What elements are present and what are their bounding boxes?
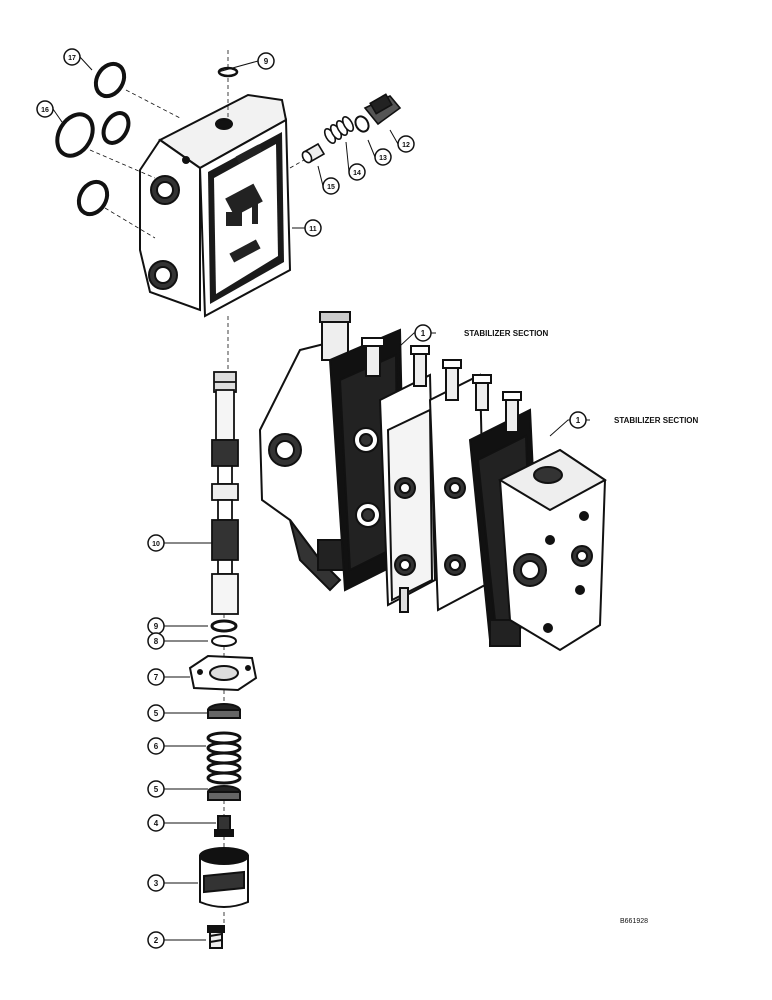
callout-leader bbox=[52, 108, 63, 123]
callout-circle bbox=[147, 704, 165, 722]
callout-circle bbox=[147, 780, 165, 798]
callout-3: 3 bbox=[147, 874, 198, 892]
spring-14 bbox=[323, 115, 355, 145]
callout-number: 6 bbox=[154, 742, 159, 751]
callout-circle bbox=[304, 219, 322, 237]
relief-valve-parts bbox=[301, 93, 402, 164]
callout-circle bbox=[147, 737, 165, 755]
callout-circle bbox=[322, 177, 340, 195]
callout-circle bbox=[374, 148, 392, 166]
callout-leader bbox=[389, 129, 399, 145]
callout-4: 4 bbox=[147, 814, 216, 832]
callout-9: 9 bbox=[147, 617, 208, 635]
callout-circle bbox=[397, 135, 415, 153]
callout-circle bbox=[147, 874, 165, 892]
leader-lines-body bbox=[89, 50, 305, 370]
callout-leader bbox=[345, 141, 350, 173]
callout-number: 12 bbox=[402, 142, 410, 149]
spool-10 bbox=[211, 371, 239, 615]
callout-circle bbox=[414, 324, 432, 342]
callout-number: 10 bbox=[152, 541, 160, 548]
callout-number: 7 bbox=[154, 673, 159, 682]
valve-section-body bbox=[139, 93, 292, 318]
reference-code: B661928 bbox=[620, 918, 648, 925]
callout-number: 9 bbox=[154, 622, 159, 631]
callout-circle bbox=[348, 163, 366, 181]
callout-number: 9 bbox=[264, 57, 269, 66]
callout-15: 15 bbox=[317, 165, 340, 195]
callout-5: 5 bbox=[147, 780, 208, 798]
stabilizer-label-1: STABILIZER SECTION bbox=[464, 329, 549, 338]
callout-number: 8 bbox=[154, 637, 159, 646]
callout-number: 11 bbox=[309, 226, 317, 233]
o-rings bbox=[55, 61, 239, 217]
callout-2: 2 bbox=[147, 931, 206, 949]
callout-circle bbox=[147, 632, 165, 650]
callout-number: 2 bbox=[154, 936, 159, 945]
callout-leader bbox=[79, 56, 93, 71]
callout-leader bbox=[217, 60, 259, 73]
callout-circle bbox=[147, 668, 165, 686]
callout-circle bbox=[147, 931, 165, 949]
stabilizer-label-2: STABILIZER SECTION bbox=[614, 416, 699, 425]
callout-1: 1 bbox=[569, 411, 587, 429]
callout-number: 16 bbox=[41, 107, 49, 114]
callout-number: 13 bbox=[379, 155, 387, 162]
callout-circle bbox=[257, 52, 275, 70]
callout-16: 16 bbox=[36, 100, 63, 123]
callout-10: 10 bbox=[147, 534, 212, 552]
callout-9: 9 bbox=[217, 52, 275, 73]
callout-circle bbox=[569, 411, 587, 429]
callout-number: 5 bbox=[154, 709, 159, 718]
callout-circle bbox=[36, 100, 54, 118]
callout-5: 5 bbox=[147, 704, 208, 722]
callout-7: 7 bbox=[147, 668, 190, 686]
lower-spool-parts bbox=[188, 619, 258, 949]
callout-leader bbox=[367, 139, 376, 158]
callout-14: 14 bbox=[345, 141, 366, 181]
callout-8: 8 bbox=[147, 632, 208, 650]
callout-number: 5 bbox=[154, 785, 159, 794]
callout-17: 17 bbox=[63, 48, 93, 71]
callout-circle bbox=[63, 48, 81, 66]
callout-12: 12 bbox=[389, 129, 415, 153]
callout-1: 1 bbox=[414, 324, 432, 342]
callout-number: 15 bbox=[327, 184, 335, 191]
callout-number: 3 bbox=[154, 879, 159, 888]
valve-bank-assembly bbox=[258, 311, 607, 652]
callout-number: 14 bbox=[353, 170, 361, 177]
callout-13: 13 bbox=[367, 139, 392, 166]
callout-number: 17 bbox=[68, 55, 76, 62]
callout-circle bbox=[147, 814, 165, 832]
callout-circle bbox=[147, 534, 165, 552]
callout-number: 1 bbox=[421, 329, 426, 338]
callout-number: 4 bbox=[154, 819, 159, 828]
callout-leader bbox=[317, 165, 324, 187]
spring-6 bbox=[206, 731, 242, 785]
callout-11: 11 bbox=[292, 219, 322, 237]
callout-number: 1 bbox=[576, 416, 581, 425]
callout-6: 6 bbox=[147, 737, 206, 755]
